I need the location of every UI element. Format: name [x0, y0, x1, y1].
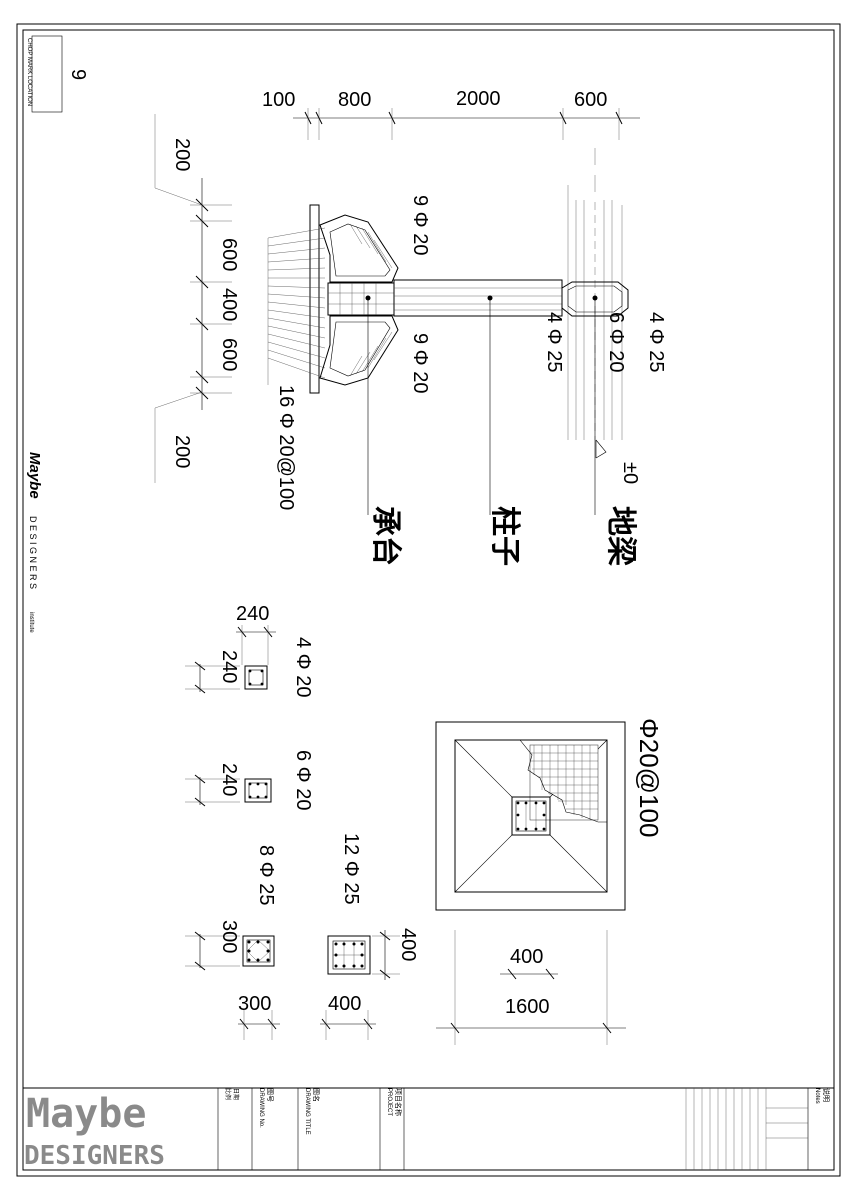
left-dim-200-bottom: 200 [171, 435, 193, 468]
left-dim-200-top: 200 [171, 138, 193, 171]
rebar-label-cap-bottom: 9 Φ 20 [409, 333, 431, 393]
top-dim-100: 100 [262, 89, 295, 111]
column-elevation [393, 279, 563, 515]
section-1-label: 4 Φ 20 [292, 637, 314, 697]
date-label: 日期 [232, 1088, 240, 1100]
section-3-dim-width: 300 [238, 993, 271, 1015]
member-label-pile-cap: 承台 [369, 506, 403, 566]
vertical-brand-name: Maybe [26, 452, 43, 499]
rebar-label-beam-left: 4 Φ 25 [543, 312, 565, 372]
plan-dim-1600: 1600 [505, 996, 550, 1018]
section-2-dim-height: 240 [218, 763, 240, 796]
vertical-brand-sub: D E S I G N E R S [28, 516, 38, 589]
section-8-phi-25 [185, 931, 280, 1040]
section-12-phi-25 [320, 930, 400, 1040]
ground-beam-elevation [561, 148, 629, 515]
member-label-column: 柱子 [488, 506, 521, 566]
brand-name: Maybe [26, 1091, 146, 1137]
section-4-label: 12 Φ 25 [340, 833, 362, 905]
project-label: PROJECT [386, 1088, 392, 1116]
vertical-brand-tail: institute [28, 612, 34, 633]
plan-mesh-label: Φ20@100 [634, 718, 664, 837]
drawing-title-label: DRAWING TITLE [304, 1088, 310, 1135]
drawing-no-cn: 图号 [266, 1088, 274, 1102]
notes-cn: 说明 [822, 1088, 831, 1102]
section-4-phi-20 [185, 625, 276, 694]
section-4-dim-height: 400 [397, 928, 419, 961]
section-3-dim-height: 300 [218, 920, 240, 953]
notes-label: Notes [814, 1088, 820, 1104]
section-6-phi-20 [185, 774, 272, 807]
section-4-dim-width: 400 [328, 993, 361, 1015]
left-dim-600-a: 600 [218, 238, 240, 271]
section-1-dim-height: 240 [218, 650, 240, 683]
drawing-title-cn: 图名 [312, 1088, 321, 1102]
left-dim-400: 400 [218, 288, 240, 321]
section-2-label: 6 Φ 20 [292, 750, 314, 810]
corner-tag: CHOP MARK LOCATION [26, 38, 32, 106]
outer-frame [16, 23, 841, 1177]
top-dim-600: 600 [574, 89, 607, 111]
pile-cap-plan [435, 721, 626, 1045]
grade-mark: ±0 [619, 462, 641, 484]
top-dimension-line [293, 108, 640, 140]
top-dim-800: 800 [338, 89, 371, 111]
sheet-number-box [31, 35, 63, 113]
section-3-label: 8 Φ 25 [255, 845, 277, 905]
rebar-label-beam-mid: 6 Φ 20 [605, 312, 627, 372]
section-1-dim-width: 240 [236, 603, 269, 625]
left-dimension-line [154, 114, 232, 483]
rebar-label-footing: 16 Φ 20@100 [275, 385, 297, 510]
drawing-no-label: DRAWING No. [258, 1088, 264, 1128]
plan-dim-400: 400 [510, 946, 543, 968]
rebar-label-cap-top: 9 Φ 20 [409, 195, 431, 255]
left-dim-600-b: 600 [218, 338, 240, 371]
brand-sub: DESIGNERS [24, 1141, 165, 1171]
title-block [23, 1087, 834, 1170]
pile-cap-elevation [267, 204, 399, 515]
sheet-number: 9 [67, 69, 89, 80]
project-cn: 项目名称 [394, 1088, 403, 1116]
top-dim-2000: 2000 [456, 88, 501, 110]
member-label-ground-beam: 地梁 [604, 506, 637, 566]
rebar-label-beam-right: 4 Φ 25 [645, 312, 667, 372]
scale-label: 比例 [224, 1088, 232, 1100]
